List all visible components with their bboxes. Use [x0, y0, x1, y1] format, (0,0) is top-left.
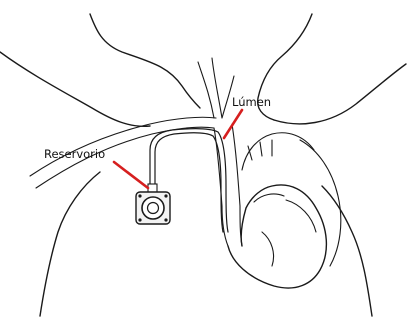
right-shoulder — [274, 64, 406, 124]
left-neck-contour — [90, 14, 200, 108]
heart — [228, 185, 326, 288]
jugular-vein — [198, 58, 234, 118]
reservoir-port — [136, 192, 170, 224]
lumen-label: Lúmen — [232, 95, 271, 109]
right-arm-inner — [322, 186, 372, 316]
left-arm-inner — [40, 172, 100, 316]
left-shoulder-outer — [0, 52, 150, 126]
reservoir-leader-line — [114, 162, 148, 188]
superior-vena-cava — [214, 124, 242, 246]
body-outline — [0, 14, 406, 316]
reservoir-label: Reservorio — [44, 147, 105, 161]
